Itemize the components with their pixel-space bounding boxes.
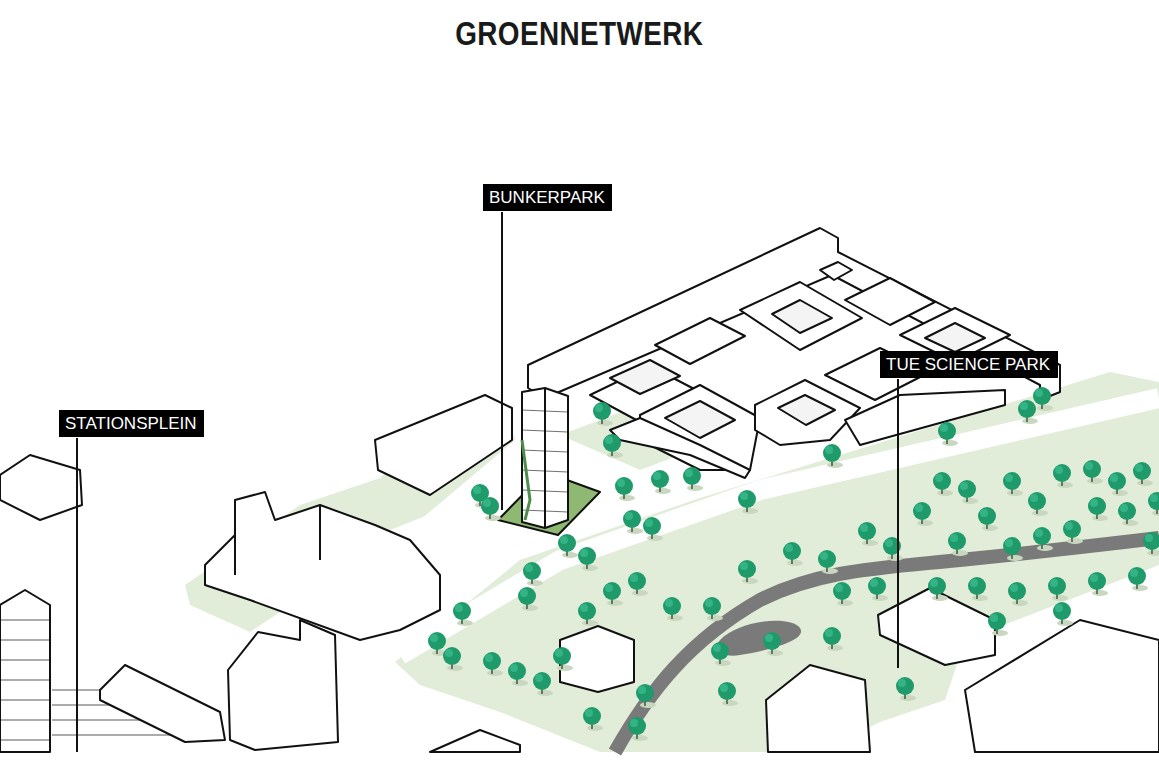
tree [443,647,463,671]
tree [636,684,656,708]
tree [738,490,758,514]
tree [603,582,623,606]
tree [711,642,731,666]
tree [1033,527,1053,551]
tree [483,652,503,676]
callout-text: TUE SCIENCE PARK [886,355,1052,374]
tree [968,577,988,601]
tree [651,470,671,494]
tree [938,422,958,446]
tree [553,647,573,671]
tree [1128,567,1148,591]
tree [1063,520,1083,544]
tree [615,477,635,501]
tree [1083,460,1103,484]
callout-label: STATIONSPLEIN [59,410,204,437]
tree [623,510,643,534]
tree [868,577,888,601]
tree [1088,572,1108,596]
tower [498,388,600,535]
leader-line [77,212,898,752]
tree [896,677,916,701]
tree [823,444,843,468]
tree [628,717,648,741]
tree [1088,497,1108,521]
tree [1133,462,1153,486]
tree [978,507,998,531]
tree [518,587,538,611]
tree [858,522,878,546]
callout-label: TUE SCIENCE PARK [880,351,1058,378]
tree [1003,537,1023,561]
tree [643,517,663,541]
tree [683,467,703,491]
tree [883,537,903,561]
buildings [0,395,1159,752]
tree [763,632,783,656]
tree [948,532,968,556]
tree [481,497,501,521]
green-area [185,372,1159,752]
tree [913,502,933,526]
tree [578,547,598,571]
title-bar: GROENNETWERK [0,14,1159,53]
tree [818,550,838,574]
tree [558,534,578,558]
callout-text: BUNKERPARK [489,188,606,207]
tree [583,707,603,731]
tree [783,542,803,566]
tree [988,612,1008,636]
footpath [615,538,1159,752]
callout-label: BUNKERPARK [483,184,612,211]
tree [1143,532,1159,556]
tree [593,402,613,426]
tree [738,560,758,584]
pond [717,621,801,656]
tree [533,672,553,696]
tree [1053,602,1073,626]
tree [703,597,723,621]
tree [823,627,843,651]
tree [1048,577,1068,601]
tree [578,602,598,626]
callout-text: STATIONSPLEIN [65,414,198,433]
tree [628,572,648,596]
tree [453,602,473,626]
tree [1028,492,1048,516]
tree [603,434,623,458]
tree [958,480,978,504]
diagram-title: GROENNETWERK [455,14,703,53]
tree [1148,492,1159,516]
tree [1108,472,1128,496]
tree [1008,582,1028,606]
tree [1018,400,1038,424]
tree [523,562,543,586]
tree [833,582,853,606]
residential-blocks [528,228,1060,478]
tree [1033,387,1053,411]
tree [928,577,948,601]
tree [1003,472,1023,496]
tree [933,472,953,496]
tree [718,682,738,706]
tree [508,662,528,686]
tree [1053,464,1073,488]
tree [663,597,683,621]
trees [428,387,1159,741]
tree [1118,502,1138,526]
